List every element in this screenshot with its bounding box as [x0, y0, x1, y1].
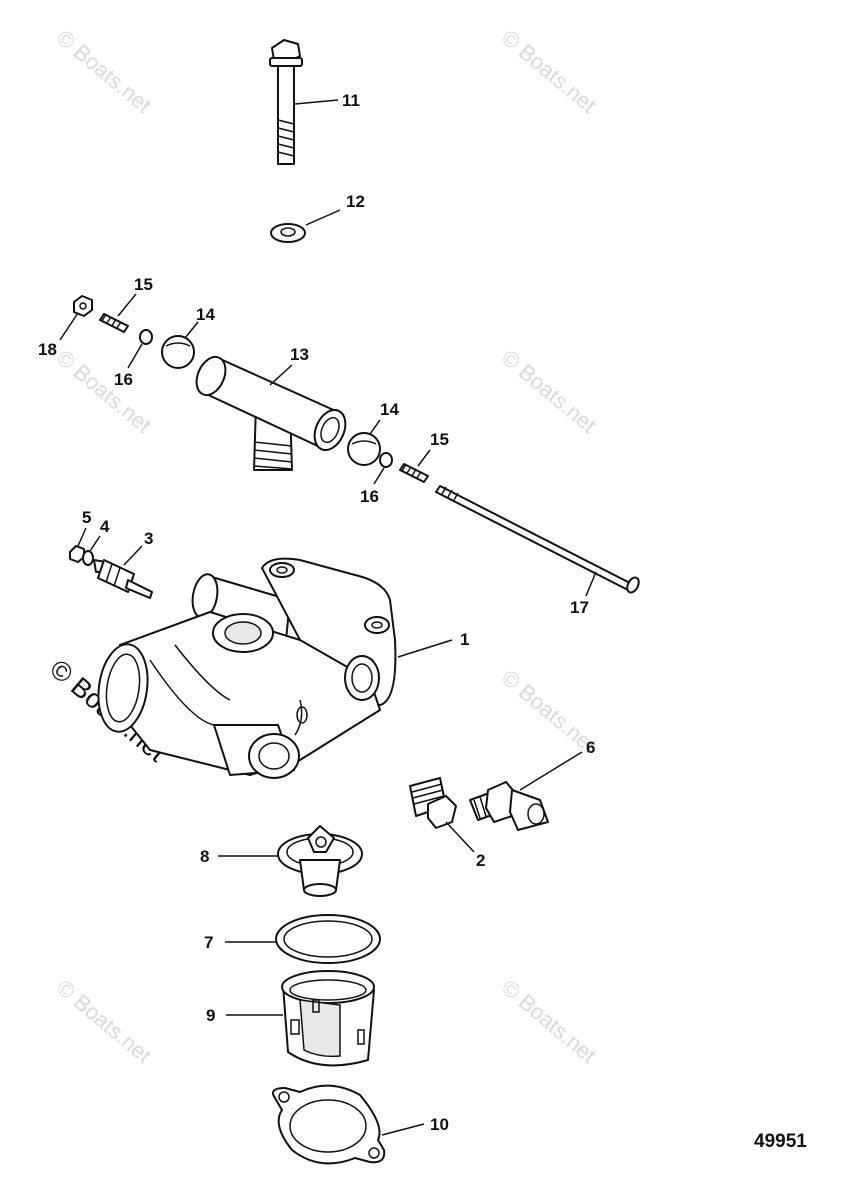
callout-4: 4 — [100, 517, 110, 536]
leader-10 — [381, 1123, 425, 1136]
leader-18 — [59, 312, 79, 341]
leader-15-left — [117, 293, 137, 317]
callout-17: 17 — [570, 598, 589, 617]
leader-15-right — [417, 449, 431, 467]
part-14-ball-right — [347, 432, 381, 466]
part-8-thermostat — [277, 825, 363, 897]
callout-16-left: 16 — [114, 370, 133, 389]
callout-6: 6 — [586, 738, 595, 757]
callout-8: 8 — [200, 847, 209, 866]
part-1-thermostat-housing — [97, 557, 397, 779]
callout-12: 12 — [346, 192, 365, 211]
part-11-bolt — [269, 39, 303, 165]
part-16-washer-left — [139, 329, 153, 345]
callout-7: 7 — [204, 933, 213, 952]
leader-2 — [445, 821, 475, 853]
part-13-tee-fitting — [195, 355, 347, 471]
leader-13 — [269, 364, 293, 386]
callout-15-left: 15 — [134, 275, 153, 294]
callout-14-right: 14 — [380, 400, 399, 419]
part-6-sender — [469, 781, 549, 831]
watermark-2: © Boats.net — [497, 25, 601, 118]
callout-15-right: 15 — [430, 430, 449, 449]
leader-14-right — [369, 419, 381, 435]
part-14-ball-left — [161, 335, 195, 369]
watermark-1: © Boats.net — [52, 25, 156, 118]
callout-5: 5 — [82, 508, 91, 527]
leader-4 — [89, 535, 101, 552]
leader-14-left — [184, 321, 199, 339]
part-5-nut — [69, 545, 85, 563]
part-2-plug — [409, 777, 457, 829]
part-4-washer — [82, 550, 94, 566]
callout-13: 13 — [290, 345, 309, 364]
part-15-spring-right — [399, 463, 429, 483]
watermark-6: © Boats.net — [52, 975, 156, 1068]
callout-16-right: 16 — [360, 487, 379, 506]
leader-12 — [305, 209, 341, 226]
watermark-7: © Boats.net — [497, 975, 601, 1068]
part-7-seal — [275, 914, 381, 964]
leader-5 — [77, 527, 87, 547]
part-12-washer — [270, 223, 306, 243]
callout-18: 18 — [38, 340, 57, 359]
figure-number: 49951 — [754, 1131, 807, 1152]
callout-9: 9 — [206, 1006, 215, 1025]
leader-17 — [585, 571, 597, 597]
leader-16-left — [127, 343, 143, 369]
callout-3: 3 — [144, 529, 153, 548]
leader-1 — [397, 639, 453, 658]
leader-16-right — [373, 467, 385, 485]
part-3-sensor — [93, 559, 153, 599]
watermark-3: © Boats.net — [52, 345, 156, 438]
leader-11 — [294, 99, 339, 105]
callout-1: 1 — [460, 630, 469, 649]
leader-3 — [123, 545, 143, 566]
callout-10: 10 — [430, 1115, 449, 1134]
callout-11: 11 — [342, 91, 360, 110]
watermark-4: © Boats.net — [497, 345, 601, 438]
leader-6 — [519, 751, 583, 791]
part-15-spring-left — [99, 313, 129, 333]
part-17-rod — [435, 485, 640, 594]
part-18-nut — [73, 295, 93, 317]
part-16-washer-right — [379, 452, 393, 468]
callout-2: 2 — [476, 851, 485, 870]
part-10-gasket — [272, 1084, 386, 1165]
callout-14-left: 14 — [196, 305, 215, 324]
part-9-sleeve — [281, 970, 375, 1067]
